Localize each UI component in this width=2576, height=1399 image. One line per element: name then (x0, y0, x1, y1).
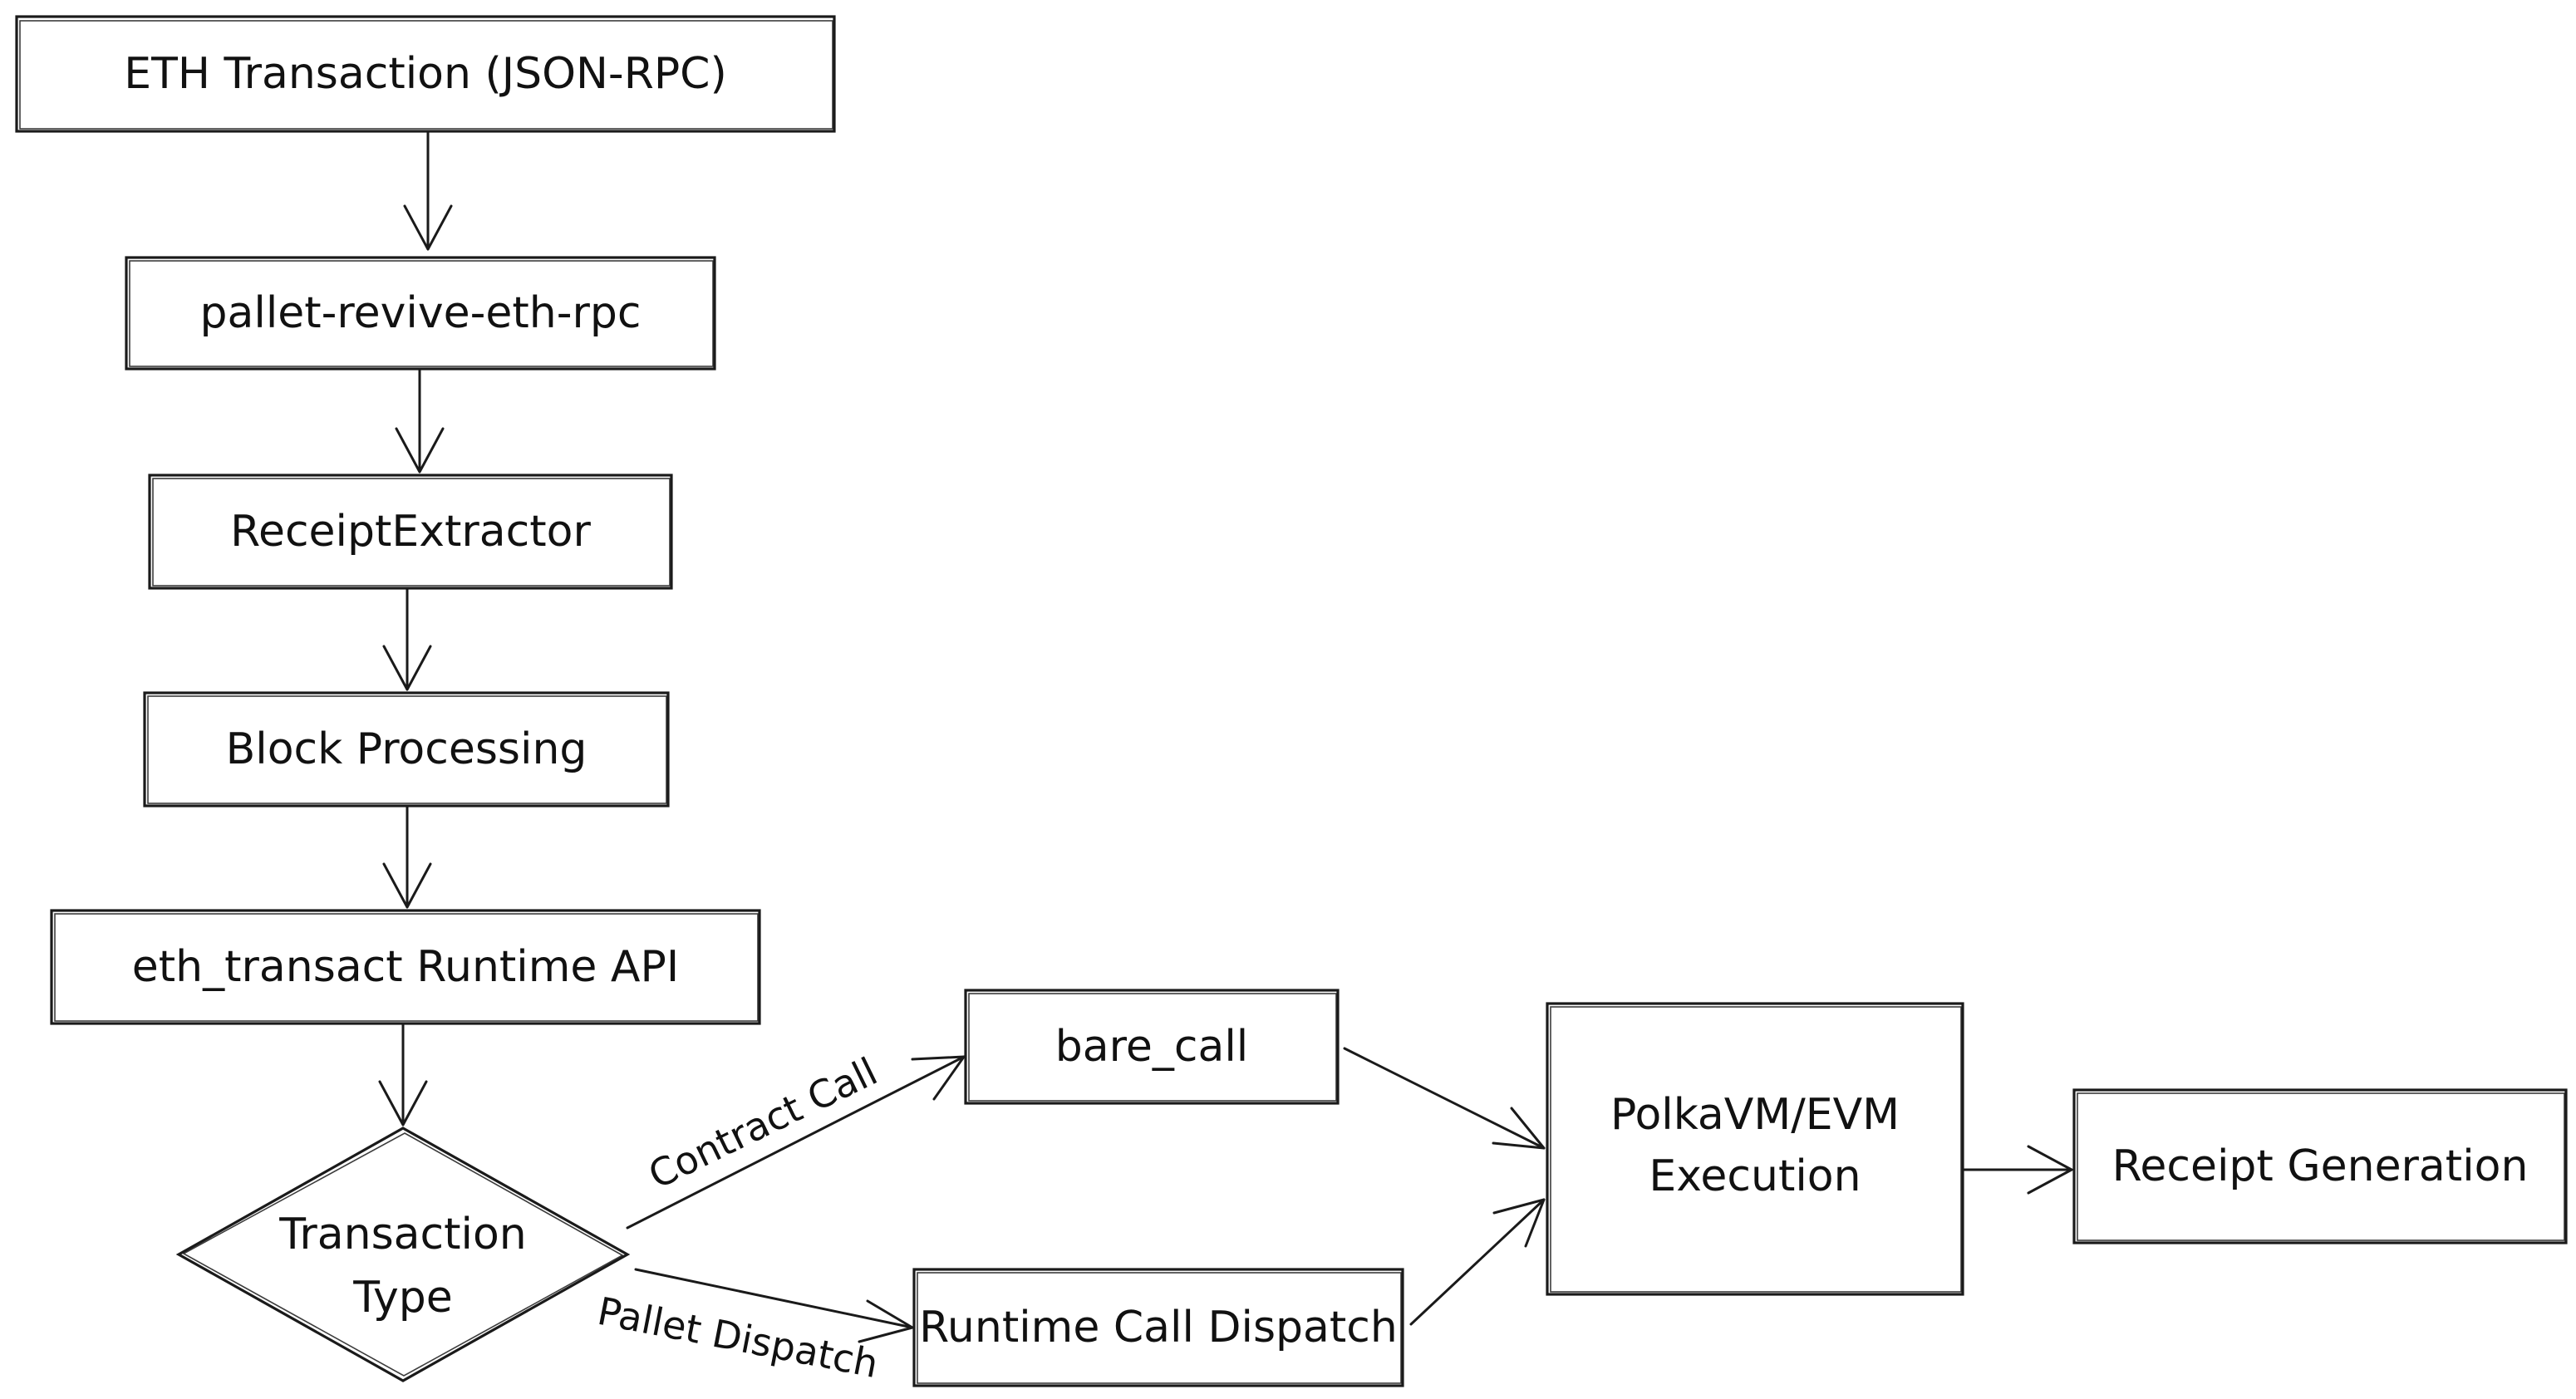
edge-label-contract-call: Contract Call (642, 1048, 884, 1197)
node-execution-label-line2: Execution (1649, 1151, 1861, 1201)
node-pallet-revive-eth-rpc: pallet-revive-eth-rpc (125, 256, 716, 371)
edge-label-pallet-dispatch: Pallet Dispatch (594, 1289, 882, 1387)
node-receipt-extractor-label: ReceiptExtractor (230, 507, 591, 557)
edge-eth-transact-to-transaction-type (378, 1022, 428, 1127)
node-eth-transact-runtime-api: eth_transact Runtime API (50, 909, 761, 1025)
edge-transaction-type-to-runtime-dispatch (634, 1268, 914, 1343)
edge-eth-to-pallet (403, 130, 453, 251)
edge-transaction-type-to-bare-call (626, 1055, 966, 1230)
node-block-processing-label: Block Processing (226, 724, 587, 774)
node-block-processing: Block Processing (143, 691, 670, 807)
edge-bare-call-to-execution (1343, 1047, 1546, 1150)
node-pallet-revive-eth-rpc-label: pallet-revive-eth-rpc (200, 288, 642, 338)
edge-receipt-extractor-to-block-processing (382, 587, 432, 691)
edge-block-processing-to-eth-transact (382, 804, 432, 909)
node-execution-label-line1: PolkaVM/EVM (1610, 1090, 1900, 1140)
edge-execution-to-receipt-generation (1963, 1145, 2073, 1195)
node-bare-call: bare_call (964, 989, 1340, 1105)
node-eth-transaction-label: ETH Transaction (JSON-RPC) (124, 49, 727, 99)
node-eth-transact-runtime-api-label: eth_transact Runtime API (132, 942, 679, 992)
node-eth-transaction: ETH Transaction (JSON-RPC) (15, 15, 836, 133)
node-receipt-generation-label: Receipt Generation (2112, 1141, 2529, 1191)
node-receipt-extractor: ReceiptExtractor (148, 474, 673, 590)
node-runtime-call-dispatch-label: Runtime Call Dispatch (919, 1303, 1398, 1352)
node-runtime-call-dispatch: Runtime Call Dispatch (912, 1268, 1404, 1387)
edge-pallet-to-receipt-extractor (395, 367, 445, 474)
node-polkavm-evm-execution: PolkaVM/EVM Execution (1546, 1002, 1964, 1296)
node-receipt-generation: Receipt Generation (2072, 1088, 2568, 1244)
node-transaction-type-label-line1: Transaction (278, 1210, 526, 1259)
node-bare-call-label: bare_call (1055, 1022, 1248, 1072)
edge-runtime-dispatch-to-execution (1409, 1198, 1546, 1326)
node-transaction-type-label-line2: Type (352, 1273, 452, 1323)
node-transaction-type-decision: Transaction Type (175, 1127, 631, 1382)
